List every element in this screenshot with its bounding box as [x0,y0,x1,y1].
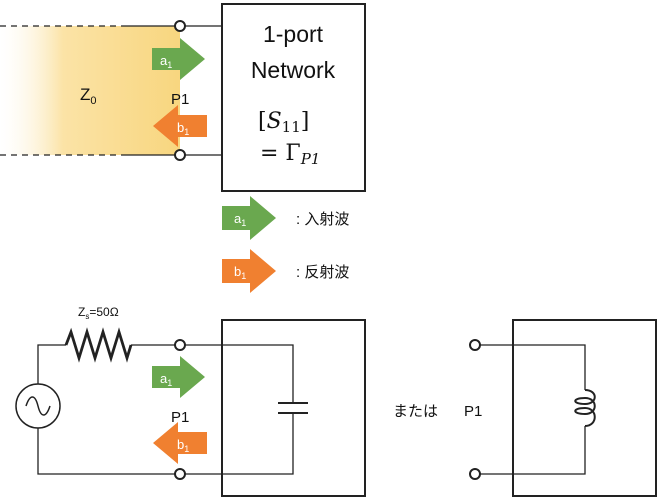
svg-text:a1: a1 [234,211,246,228]
capacitor-top-wire [222,344,294,403]
bottom-port-label: P1 [171,409,189,426]
inductor-coil-icon [574,389,596,427]
resistor-zigzag [64,327,133,363]
transmission-line-fill [0,26,180,155]
reflected-wave-arrow: b1 [153,105,207,147]
sine-wave-icon [25,396,51,416]
bottom-right-circuit [469,319,657,497]
legend-incident-arrow: a1 [222,196,276,240]
capacitor-bottom-wire [222,413,294,475]
source-wire [37,344,66,384]
bottom-left-circuit: Zs=50Ω a1 P1 b1 [15,305,366,497]
network-title-line1: 1-port [263,21,324,47]
bottom-reflected-arrow: b1 [153,422,207,464]
bottom-port-terminal-bottom [174,468,186,480]
right-port-terminal-top [469,339,481,351]
port-terminal-top [174,20,186,32]
s11-matrix: [S11] [258,109,309,136]
right-port-label: P1 [464,403,482,420]
inductor-top-wire [513,344,586,390]
top-section: Z0 a1 P1 b1 1-port Network [S11] = ΓP1 [0,3,366,192]
z0-label: Z0 [80,85,97,107]
legend-reflected-arrow: b1 [222,249,276,293]
svg-text:b1: b1 [234,264,246,281]
legend: a1 : 入射波 b1 : 反射波 [222,196,349,293]
port-label-top: P1 [171,91,189,108]
network-title-line2: Network [251,57,336,83]
source-impedance-label: Zs=50Ω [78,305,119,321]
svg-text:a1: a1 [160,53,172,70]
svg-text:a1: a1 [160,371,172,388]
incident-wave-arrow: a1 [152,38,205,80]
bottom-port-terminal-top [174,339,186,351]
svg-text:b1: b1 [177,437,189,454]
or-text: または [393,403,438,420]
legend-incident-text: : 入射波 [296,211,349,228]
inductor-bottom-wire [513,426,586,475]
network-box [221,3,366,192]
svg-text:b1: b1 [177,120,189,137]
right-port-terminal-bottom [469,468,481,480]
port-terminal-bottom [174,149,186,161]
bottom-incident-arrow: a1 [152,356,205,398]
gamma-p1: = ΓP1 [260,141,320,168]
source-return-wire [37,428,175,475]
legend-reflected-text: : 反射波 [296,264,349,281]
